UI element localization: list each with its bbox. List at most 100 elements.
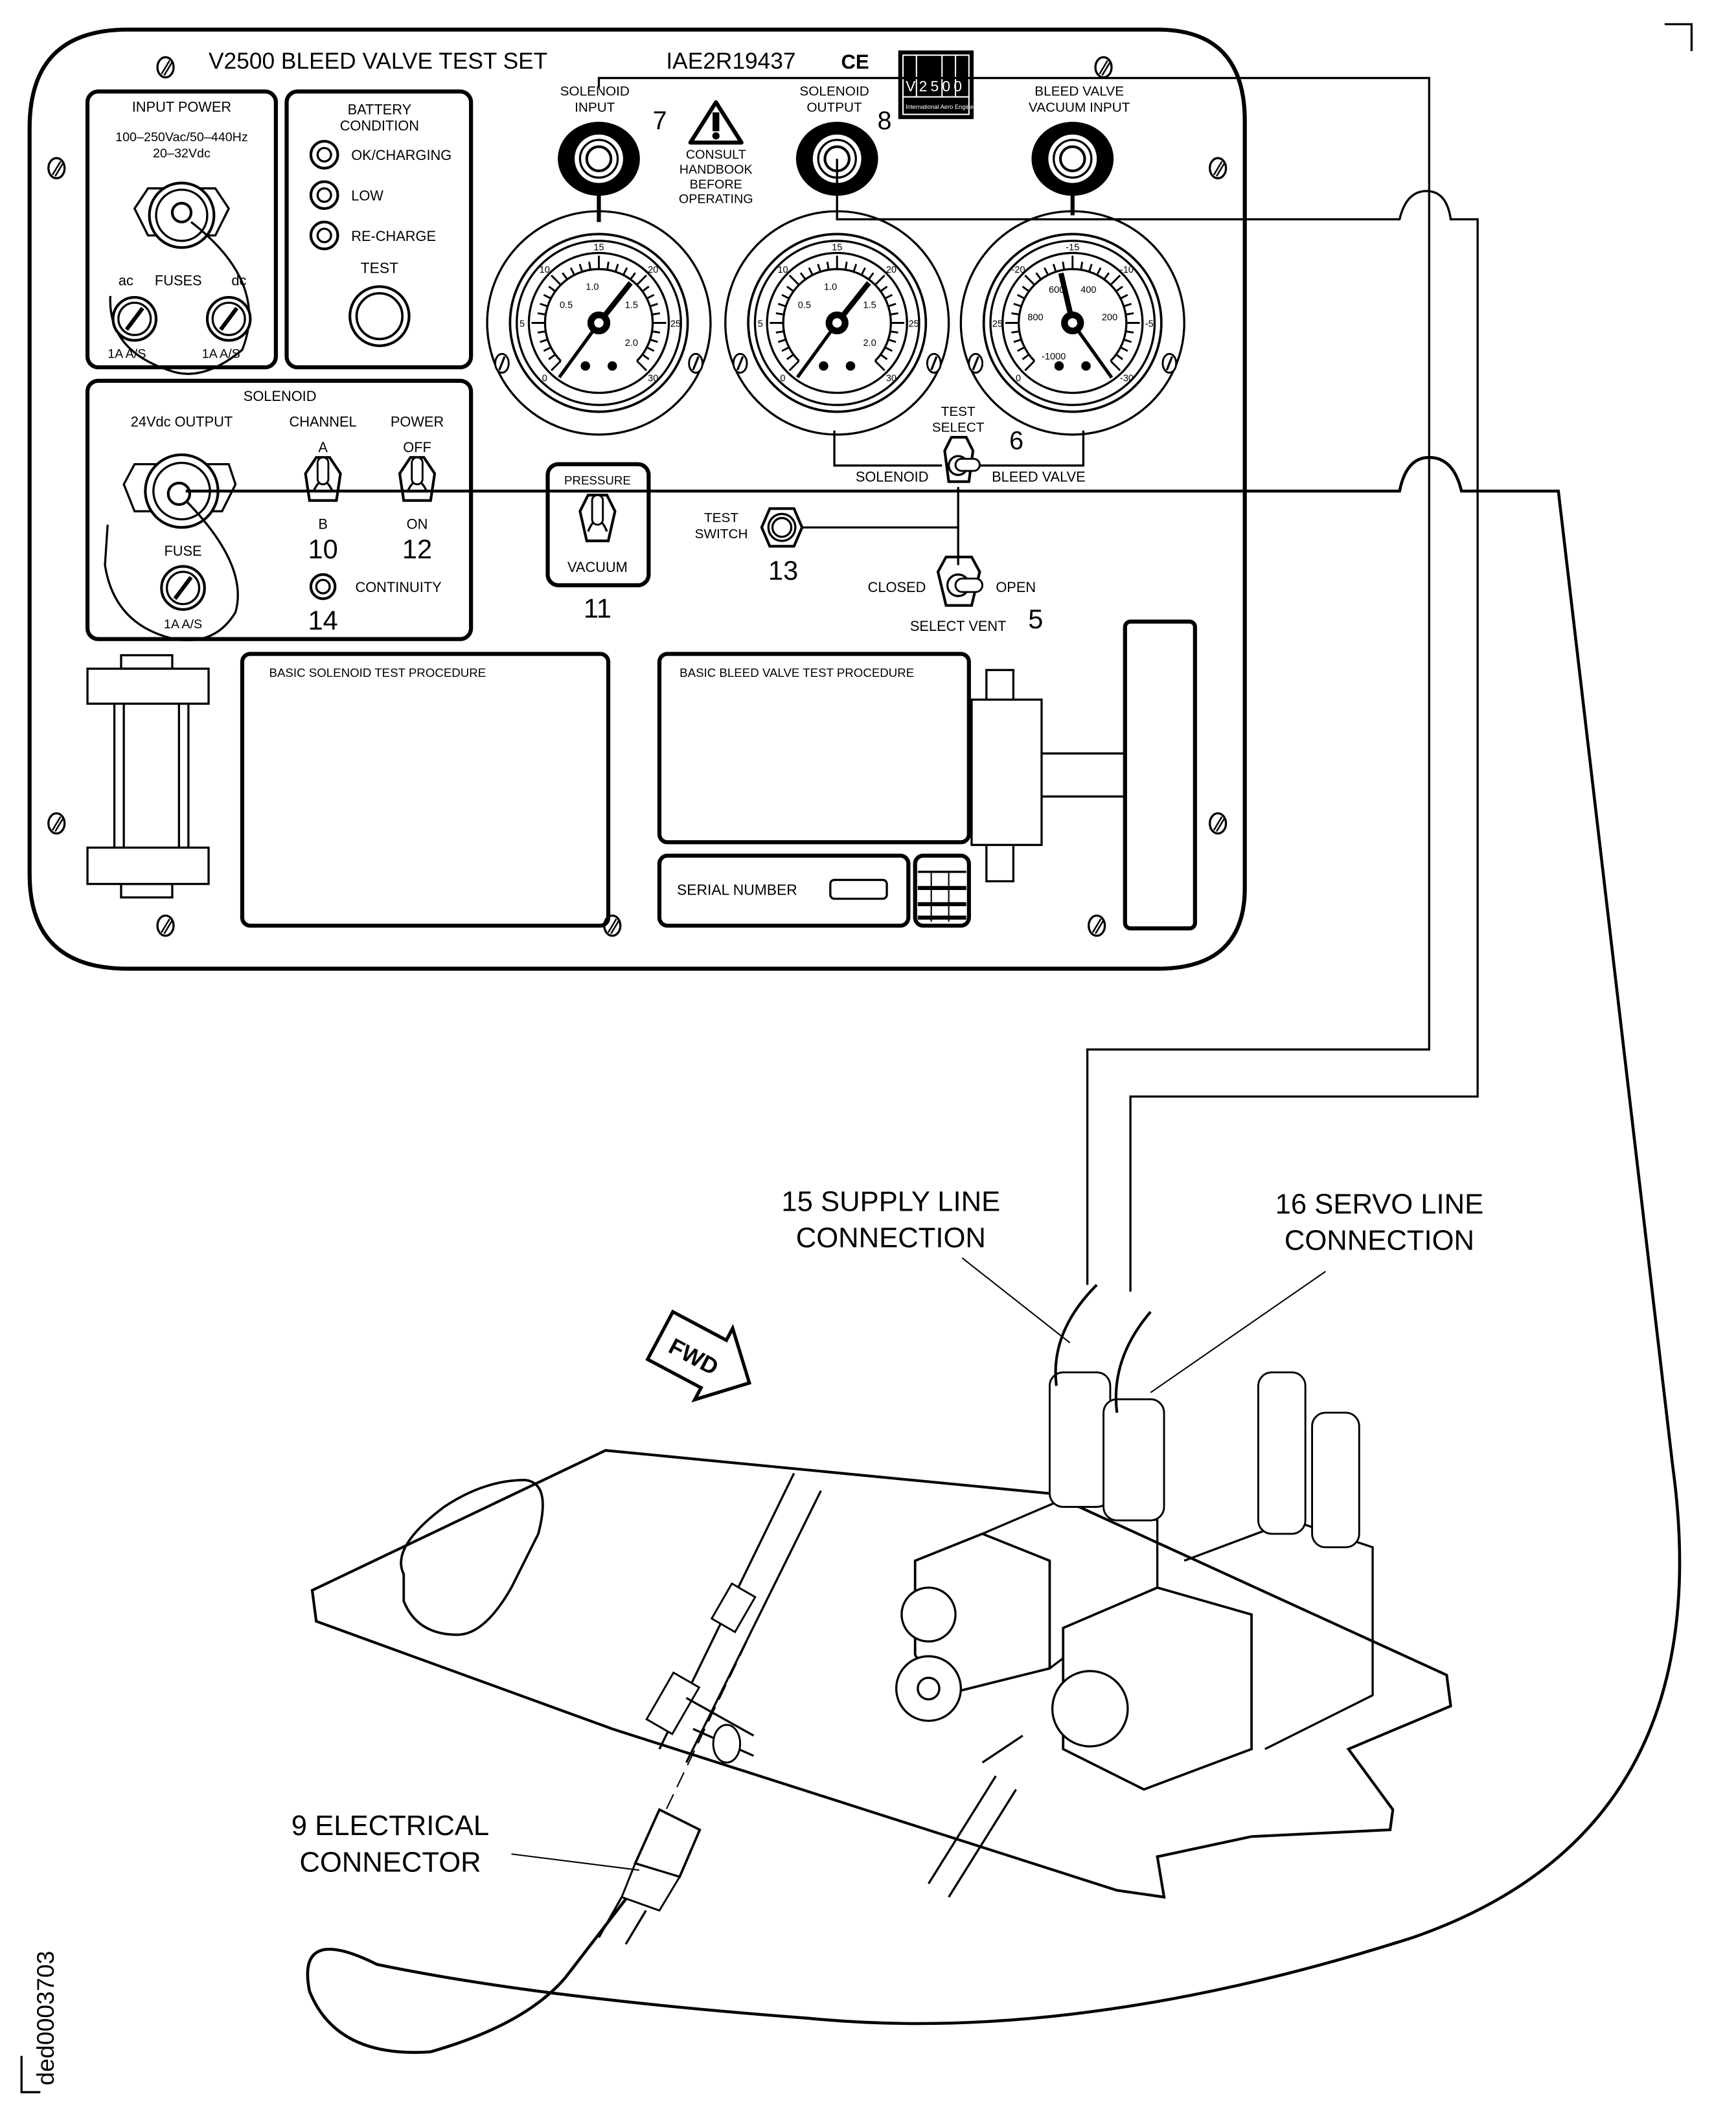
screw-icon bbox=[1088, 914, 1106, 937]
bleed-valve-procedure-plate: BASIC BLEED VALVE TEST PROCEDURE bbox=[657, 652, 971, 845]
gauge-tick bbox=[1120, 293, 1128, 300]
dc-fuse[interactable] bbox=[205, 295, 252, 342]
solenoid-output-label-2: OUTPUT bbox=[806, 100, 862, 115]
gauge-tick bbox=[781, 346, 790, 352]
gauge-tick bbox=[1022, 354, 1030, 360]
gauge-tick bbox=[1011, 312, 1020, 315]
svg-text:CONSULT: CONSULT bbox=[686, 148, 746, 162]
screw-icon bbox=[1094, 56, 1113, 79]
gauge-inner-label: 1.5 bbox=[625, 301, 638, 311]
gauge-tick bbox=[781, 293, 790, 300]
part-number: IAE2R19437 bbox=[666, 49, 795, 74]
bleed-valve-mounting-plate bbox=[310, 1449, 1452, 1899]
select-vent-toggle-switch[interactable] bbox=[936, 555, 984, 607]
crop-mark bbox=[1664, 23, 1693, 51]
supply-line-label-2: CONNECTION bbox=[796, 1222, 986, 1253]
test-set-panel bbox=[27, 27, 1247, 971]
iae-logo: V2500 International Aero Engines bbox=[898, 50, 977, 119]
electrical-connector-9 bbox=[511, 1641, 748, 1945]
screw-icon bbox=[926, 352, 942, 374]
electrical-label-2: CONNECTOR bbox=[299, 1847, 481, 1878]
gauge-tick bbox=[1013, 338, 1022, 343]
gauge-inner-label: 200 bbox=[1102, 313, 1117, 323]
gauge-tick bbox=[636, 275, 647, 286]
fuses-label: FUSES bbox=[155, 272, 202, 288]
gauge-tick bbox=[537, 330, 546, 334]
bleed-valve-vacuum-input-port[interactable] bbox=[1031, 121, 1114, 196]
solenoid-valve-2 bbox=[928, 1371, 1374, 1898]
gauge-tick bbox=[1120, 346, 1128, 352]
gauge-tick bbox=[1052, 264, 1057, 272]
gauge-tick bbox=[543, 346, 552, 352]
gauge-tick bbox=[775, 330, 784, 334]
gauge-tick bbox=[826, 261, 830, 270]
callout-5: 5 bbox=[1028, 604, 1043, 634]
servo-line-label-1: 16 SERVO LINE bbox=[1275, 1189, 1484, 1220]
gauge-outer-label: -30 bbox=[1120, 373, 1134, 383]
gauge-tick bbox=[786, 286, 794, 292]
ac-fuse[interactable] bbox=[111, 295, 158, 342]
gauge-inner-label: 1.0 bbox=[824, 282, 837, 292]
screw-icon bbox=[1209, 812, 1228, 835]
gauge-tick bbox=[1103, 272, 1110, 280]
screw-icon bbox=[494, 352, 510, 374]
solenoid-input-port[interactable] bbox=[558, 121, 640, 196]
logo-subtitle: International Aero Engines bbox=[906, 104, 977, 110]
power-toggle-switch[interactable] bbox=[398, 456, 437, 502]
gauge-tick bbox=[543, 293, 552, 300]
gauge-tick bbox=[614, 264, 619, 272]
gauge-outer-label: 15 bbox=[832, 242, 842, 253]
gauge-tick bbox=[860, 267, 866, 276]
continuity-indicator bbox=[309, 573, 337, 600]
gauge-tick bbox=[622, 267, 628, 276]
screw-icon bbox=[732, 352, 748, 374]
gauge-tick bbox=[1024, 360, 1036, 371]
solenoid-section: SOLENOID 24Vdc OUTPUT CHANNEL POWER A OF… bbox=[85, 378, 474, 642]
gauge-tick bbox=[777, 338, 786, 343]
gauge-tick bbox=[775, 312, 784, 315]
gauge-tick bbox=[1123, 302, 1132, 308]
gauge-outer-label: 5 bbox=[520, 319, 525, 330]
gauge-tick bbox=[540, 302, 548, 308]
svg-text:BEFORE: BEFORE bbox=[690, 177, 742, 192]
test-select-toggle-switch[interactable] bbox=[943, 435, 981, 483]
gauge-inner-label: 1.0 bbox=[586, 282, 599, 292]
callout-14: 14 bbox=[308, 605, 338, 635]
gauge-tick bbox=[641, 354, 650, 360]
ac-label: ac bbox=[119, 272, 133, 288]
gauge-outer-label: 0 bbox=[542, 373, 547, 383]
solenoid-fuse[interactable] bbox=[160, 565, 206, 611]
gauge-tick bbox=[817, 264, 821, 272]
select-vent-closed: CLOSED bbox=[868, 579, 926, 595]
gauge-tick bbox=[588, 261, 591, 270]
solenoid-fuse-label: FUSE bbox=[164, 543, 201, 559]
supply-hose bbox=[645, 1472, 822, 1764]
power-on-label: ON bbox=[407, 516, 428, 532]
bleed-valve-input-label-1: BLEED VALVE bbox=[1034, 84, 1124, 98]
screw-icon bbox=[968, 352, 984, 374]
gauge-tick bbox=[652, 312, 661, 315]
pressure-vacuum-toggle-switch[interactable] bbox=[578, 494, 617, 543]
power-input-connector[interactable] bbox=[133, 181, 231, 249]
solenoid-input-label-2: INPUT bbox=[575, 100, 615, 115]
gauge-tick bbox=[551, 360, 562, 371]
gauge-tick bbox=[540, 338, 548, 343]
gauge-tick bbox=[1013, 302, 1022, 308]
serial-number-label: SERIAL NUMBER bbox=[677, 881, 797, 898]
continuity-label: CONTINUITY bbox=[355, 579, 442, 595]
gauge-tick bbox=[1022, 286, 1030, 292]
gauge-outer-label: 0 bbox=[1016, 373, 1021, 383]
channel-b-label: B bbox=[318, 516, 328, 532]
screw-icon bbox=[47, 157, 66, 179]
gauge-tick bbox=[606, 261, 610, 270]
gauge-outer-label: 20 bbox=[648, 265, 658, 275]
flowmeter bbox=[86, 654, 210, 899]
select-vent-open: OPEN bbox=[996, 579, 1036, 595]
gauge-outer-label: 25 bbox=[909, 319, 919, 330]
gauge-tick bbox=[569, 267, 576, 276]
battery-test-button[interactable] bbox=[348, 285, 411, 347]
callout-6: 6 bbox=[1009, 427, 1023, 455]
channel-toggle-switch[interactable] bbox=[304, 456, 342, 502]
test-select-label-2: SELECT bbox=[932, 420, 985, 435]
